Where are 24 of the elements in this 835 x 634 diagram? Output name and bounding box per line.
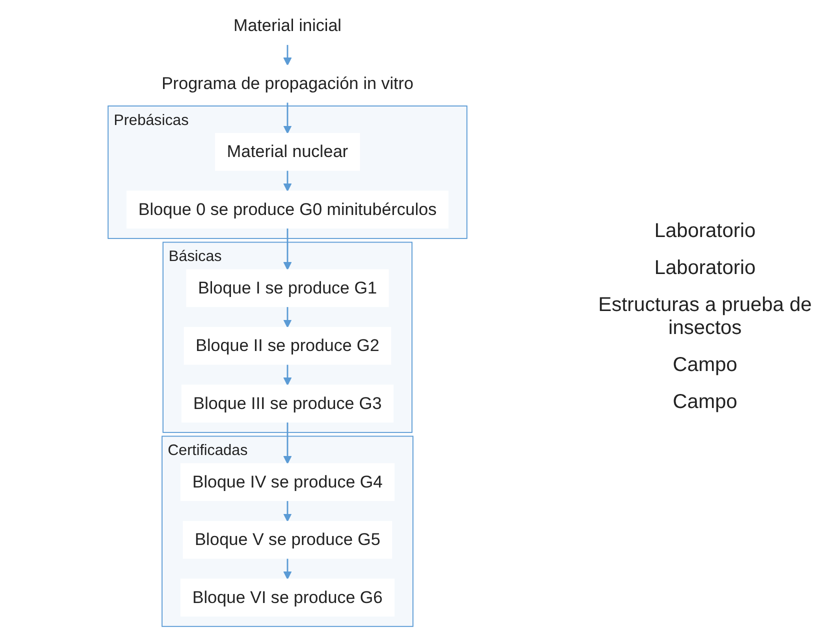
node-box: Bloque III se produce G3: [181, 384, 394, 422]
arrow: [283, 228, 292, 270]
arrow: [283, 306, 292, 328]
arrow: [283, 170, 292, 192]
node-box: Bloque IV se produce G4: [180, 463, 394, 502]
side-note: Laboratorio: [653, 220, 757, 243]
side-note: Campo: [672, 391, 738, 414]
node-box: Bloque I se produce G1: [186, 269, 389, 308]
node-box: Bloque V se produce G5: [182, 520, 392, 559]
arrow: [283, 500, 292, 522]
arrow: [283, 422, 292, 464]
arrow: [283, 364, 292, 386]
arrow: [283, 102, 292, 134]
node-box: Bloque II se produce G2: [184, 326, 392, 365]
arrow: [283, 558, 292, 580]
side-note: Laboratorio: [653, 257, 757, 280]
arrow: [283, 44, 292, 66]
node-box: Bloque 0 se produce G0 minitubérculos: [126, 190, 448, 229]
node-box: Bloque VI se produce G6: [180, 578, 394, 616]
side-note: Estructuras a prueba de insectos: [597, 294, 813, 340]
node-box: Material nuclear: [215, 132, 360, 171]
node-text: Programa de propagación in vitro: [162, 74, 414, 93]
side-note: Campo: [672, 354, 738, 377]
node-text: Material inicial: [234, 16, 342, 36]
